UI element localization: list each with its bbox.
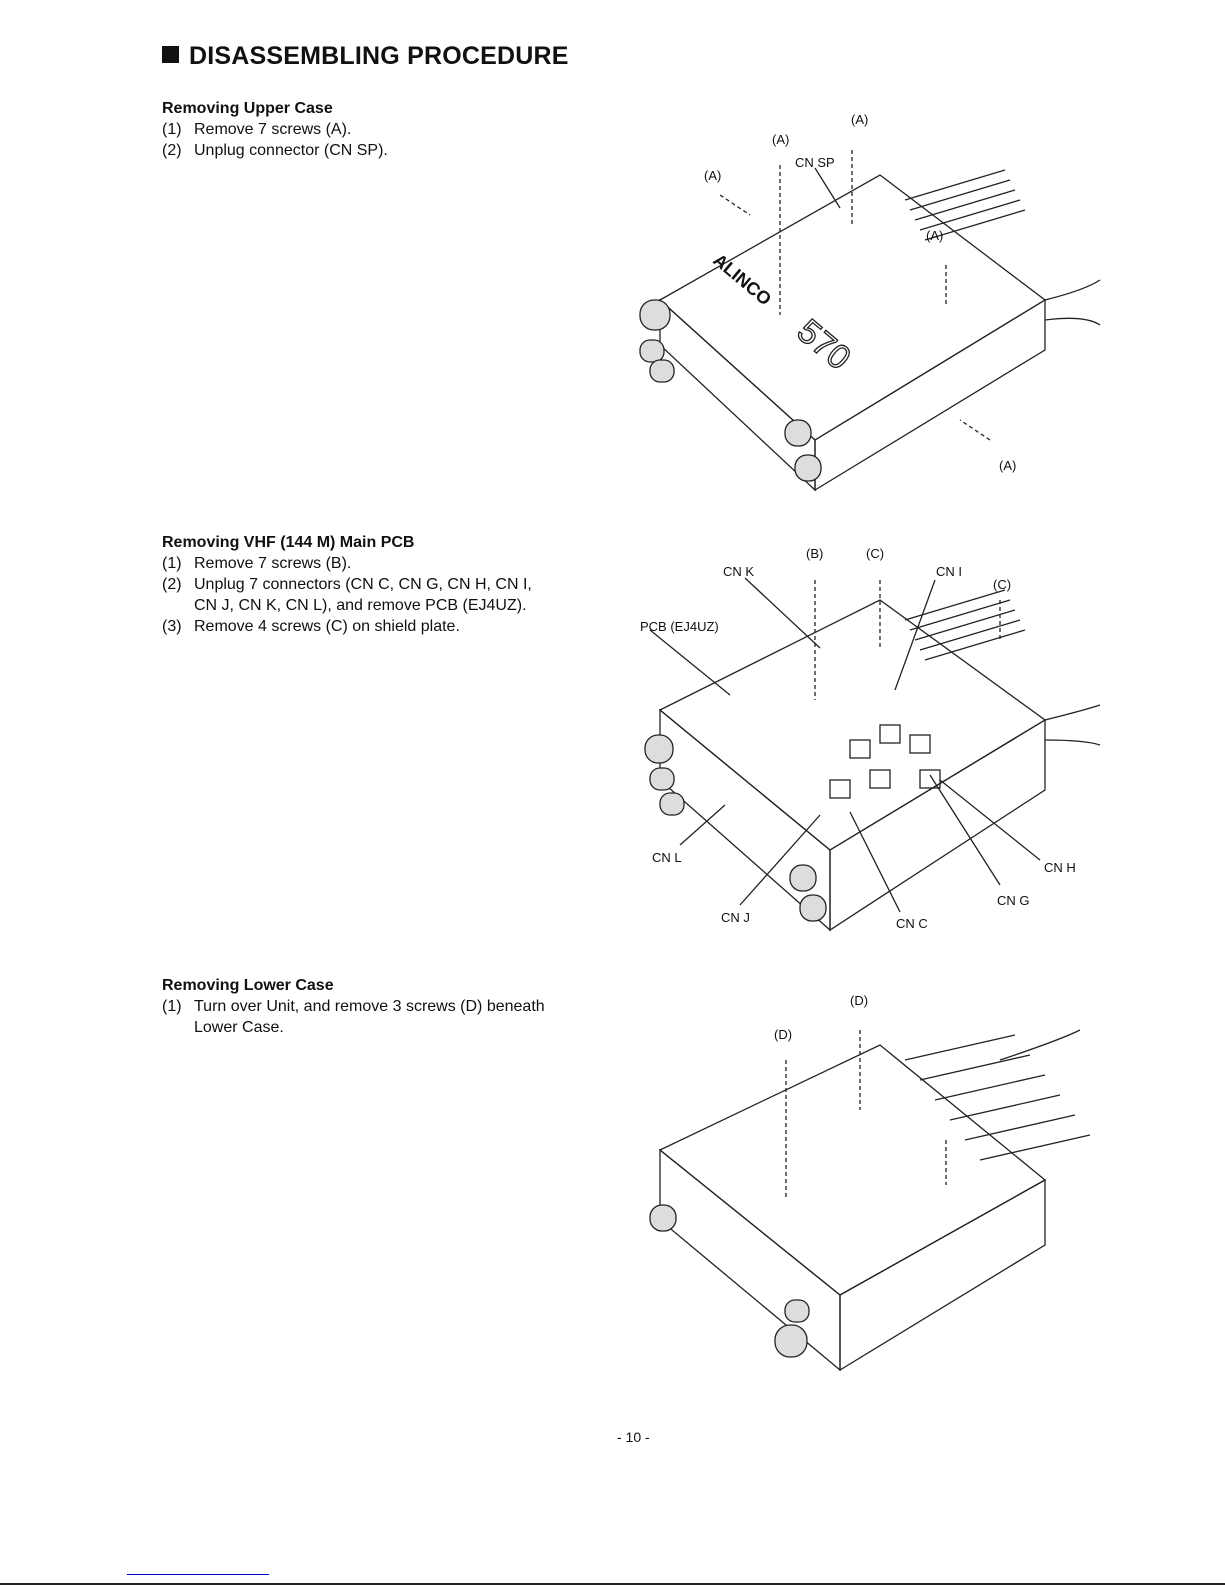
section-heading: Removing Lower Case: [162, 977, 334, 994]
connector-label-cn-g: CN G: [997, 893, 1030, 908]
section-main-pcb: Removing VHF (144 M) Main PCB (1) Remove …: [162, 532, 532, 637]
section-heading: Removing VHF (144 M) Main PCB: [162, 534, 415, 551]
step-number: (1): [162, 998, 182, 1015]
page-bottom-edge: [0, 1583, 1225, 1585]
step-text: Unplug 7 connectors (CN C, CN G, CN H, C…: [194, 576, 532, 593]
scan-artifact-line: [127, 1574, 269, 1575]
step-text: Turn over Unit, and remove 3 screws (D) …: [194, 998, 545, 1015]
figure1-radio-drawing: ALINCO 570: [639, 150, 1101, 492]
screw-label-a: (A): [851, 112, 869, 127]
screw-label-d: (D): [850, 993, 869, 1008]
step: (2) Unplug connector (CN SP).: [162, 140, 388, 161]
section-upper-case: Removing Upper Case (1) Remove 7 screws (…: [162, 98, 388, 161]
connector-label-cn-l: CN L: [652, 850, 682, 865]
title-text: DISASSEMBLING PROCEDURE: [189, 42, 569, 70]
step-number: (1): [162, 121, 182, 138]
alinco-logo: ALINCO: [709, 250, 775, 310]
step-text: Remove 7 screws (A).: [194, 121, 352, 138]
screw-label-a: (A): [704, 168, 722, 183]
screw-label-d: (D): [774, 1027, 793, 1042]
screw-label-a: (A): [999, 458, 1017, 473]
model-570-logo: 570: [790, 312, 858, 378]
figure2-radio-drawing: [644, 577, 1101, 932]
step-number: (2): [162, 576, 182, 593]
step-text: Remove 4 screws (C) on shield plate.: [194, 618, 460, 635]
connector-label-cn-c: CN C: [896, 916, 928, 931]
connector-label-cn-h: CN H: [1044, 860, 1076, 875]
screw-label-c: (C): [866, 546, 885, 561]
step: (3) Remove 4 screws (C) on shield plate.: [162, 616, 532, 637]
step-number: (1): [162, 555, 182, 572]
pcb-label: PCB (EJ4UZ): [640, 619, 719, 634]
section-heading: Removing Upper Case: [162, 100, 333, 117]
step-text-continued: Lower Case.: [194, 1019, 284, 1036]
figure3-radio-drawing: [649, 1029, 1091, 1372]
step: (1) Remove 7 screws (B).: [162, 553, 532, 574]
step-number: (2): [162, 142, 182, 159]
page-number: - 10 -: [617, 1429, 650, 1445]
step: (1) Turn over Unit, and remove 3 screws (…: [162, 996, 545, 1017]
bullet-square-icon: [162, 46, 179, 63]
section-lower-case: Removing Lower Case (1) Turn over Unit, a…: [162, 975, 545, 1038]
screw-label-b: (B): [806, 546, 824, 561]
step: (2) Unplug 7 connectors (CN C, CN G, CN H…: [162, 574, 532, 595]
step-text: Remove 7 screws (B).: [194, 555, 352, 572]
step-text-continued: CN J, CN K, CN L), and remove PCB (EJ4UZ…: [194, 597, 527, 614]
step-number: (3): [162, 618, 182, 635]
page-title: DISASSEMBLING PROCEDURE: [162, 42, 569, 71]
step-text: Unplug connector (CN SP).: [194, 142, 388, 159]
step: (1) Remove 7 screws (A).: [162, 119, 388, 140]
screw-label-a: (A): [772, 132, 790, 147]
connector-label-cn-k: CN K: [723, 564, 755, 579]
connector-label-cn-i: CN I: [936, 564, 962, 579]
screw-label-c: (C): [993, 577, 1012, 592]
connector-label-cn-j: CN J: [721, 910, 750, 925]
connector-label-cn-sp: CN SP: [795, 155, 835, 170]
screw-label-a: (A): [926, 228, 944, 243]
